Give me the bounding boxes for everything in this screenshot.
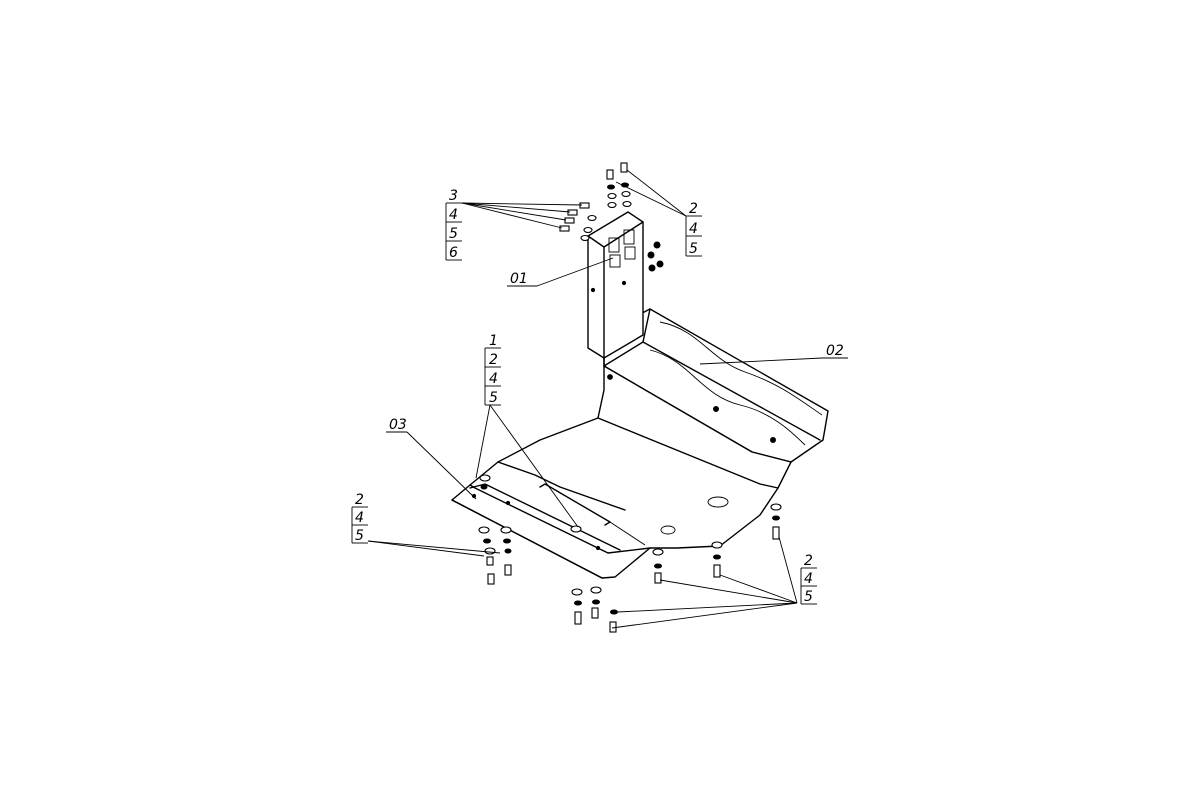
callout-5: 5 (449, 226, 458, 242)
callout-4: 4 (449, 207, 458, 223)
callout-2: 2 (804, 553, 813, 569)
callout-4: 4 (804, 571, 813, 587)
callout-stack-top-right: 2 4 5 (685, 201, 702, 257)
callout-2: 2 (689, 201, 698, 217)
bracket-01 (587, 211, 644, 359)
callout-5: 5 (804, 589, 813, 605)
callout-5: 5 (489, 390, 498, 406)
leader-lines (367, 169, 848, 629)
callout-stack-mid-left: 1 2 4 5 (484, 333, 501, 406)
callout-6: 6 (449, 245, 458, 261)
part-label-03: 03 (389, 417, 407, 433)
fasteners (478, 162, 782, 633)
part-label-01: 01 (510, 271, 528, 287)
callout-stack-left: 2 4 5 (351, 492, 368, 544)
callout-3: 3 (449, 188, 458, 204)
callout-4: 4 (355, 510, 364, 526)
callout-5: 5 (689, 241, 698, 257)
part-label-02: 02 (826, 343, 844, 359)
front-plate-03 (451, 365, 792, 579)
callout-5: 5 (355, 528, 364, 544)
callout-1: 1 (489, 333, 498, 349)
callout-stack-bottom-right: 2 4 5 (800, 553, 817, 605)
callout-stack-top-left: 3 4 5 6 (445, 188, 462, 261)
callout-4: 4 (489, 371, 498, 387)
callout-2: 2 (489, 352, 498, 368)
callout-4: 4 (689, 221, 698, 237)
callout-2: 2 (355, 492, 364, 508)
